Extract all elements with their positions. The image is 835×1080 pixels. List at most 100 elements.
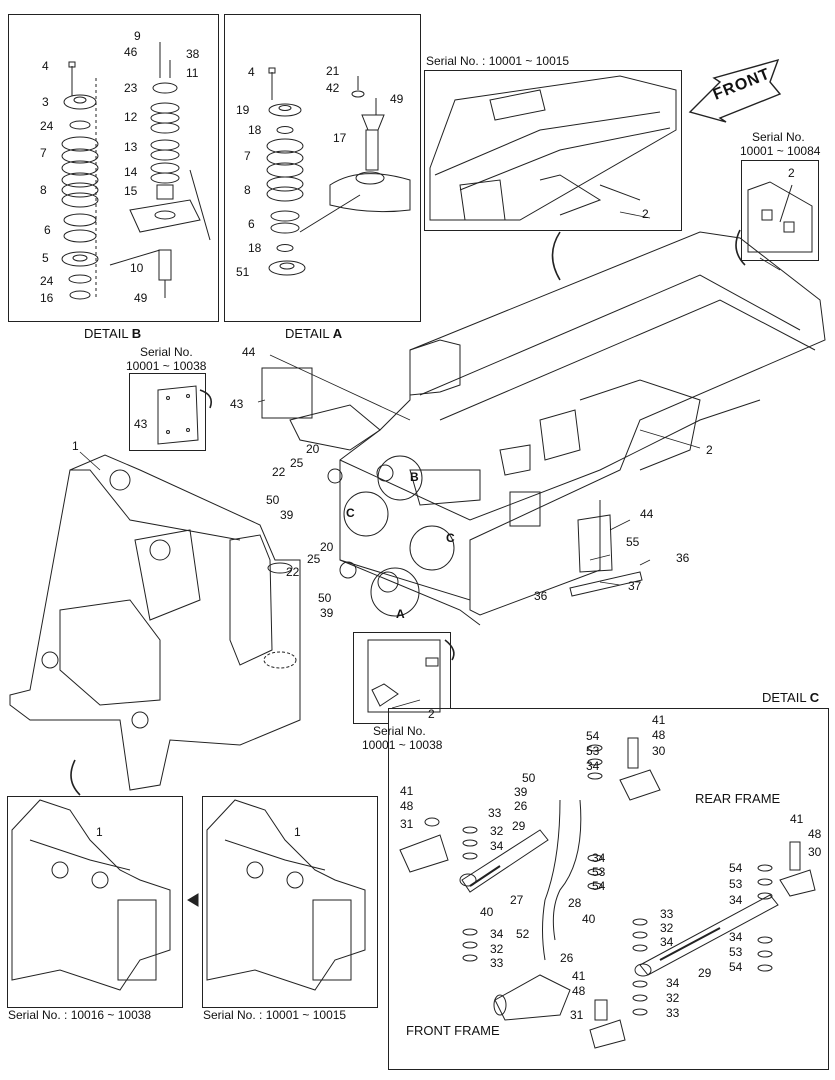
serial-bottom-left: Serial No. : 10016 ~ 10038	[8, 1008, 152, 1022]
callout: 34	[592, 851, 606, 865]
detail-b-title: DETAIL	[84, 326, 129, 341]
detail-c-title: DETAIL	[762, 690, 807, 705]
callout: 34	[586, 759, 600, 773]
callout: 15	[124, 184, 138, 198]
pointer-triangle-icon	[187, 893, 199, 907]
serial-bracket-line2: 10001 ~ 10038	[362, 738, 443, 752]
bottom-left-panel	[7, 796, 183, 1008]
callout: 34	[729, 930, 743, 944]
callout: 51	[236, 265, 250, 279]
callout: 49	[390, 92, 404, 106]
serial-right-line2: 10001 ~ 10084	[740, 144, 821, 158]
detail-a-stack	[266, 67, 411, 276]
detail-a-caption: DETAIL A	[285, 326, 342, 341]
callout: 8	[244, 183, 251, 197]
callout: 25	[307, 552, 321, 566]
callout: 41	[790, 812, 804, 826]
curved-arrows	[70, 229, 746, 796]
callout: 49	[134, 291, 148, 305]
bottom-mid-panel	[202, 796, 378, 1008]
callout: 33	[488, 806, 502, 820]
serial-right-line1: Serial No.	[752, 130, 805, 144]
callout: 34	[490, 839, 504, 853]
front-frame-drawing	[9, 454, 301, 791]
callout: A	[396, 607, 405, 621]
callout: 19	[236, 103, 250, 117]
callout: 53	[729, 877, 743, 891]
callout: 2	[428, 707, 435, 721]
callout: 27	[510, 893, 524, 907]
callout: 54	[729, 861, 743, 875]
callout: 8	[40, 183, 47, 197]
callout: 30	[808, 845, 822, 859]
serial-top-frame: Serial No. : 10001 ~ 10015	[426, 54, 570, 68]
callout: 39	[320, 606, 334, 620]
callout: 48	[652, 728, 666, 742]
callout: 54	[729, 960, 743, 974]
serial-plate-line2: 10001 ~ 10038	[126, 359, 207, 373]
callout: 28	[568, 896, 582, 910]
serial-bottom-mid: Serial No. : 10001 ~ 10015	[203, 1008, 347, 1022]
bracket-drawing	[367, 639, 441, 713]
detail-b-panel	[8, 14, 219, 322]
callout: 34	[660, 935, 674, 949]
bottom-left-drawing	[11, 799, 171, 991]
callout: 39	[280, 508, 294, 522]
callout: C	[446, 531, 455, 545]
callout: 32	[666, 991, 680, 1005]
callout: 22	[272, 465, 286, 479]
callout: 20	[320, 540, 334, 554]
callout: 48	[572, 984, 586, 998]
callout: 52	[516, 927, 530, 941]
callout: 50	[266, 493, 280, 507]
callout: 17	[333, 131, 347, 145]
callout: 43	[134, 417, 148, 431]
detail-markers	[343, 455, 455, 617]
callout: 5	[42, 251, 49, 265]
callout: 54	[592, 879, 606, 893]
callout: 24	[40, 119, 54, 133]
callout: 54	[586, 729, 600, 743]
callout: 12	[124, 110, 138, 124]
callout: 32	[490, 824, 504, 838]
callout: B	[410, 470, 419, 484]
detail-c-letter: C	[809, 690, 820, 705]
callout: 34	[729, 893, 743, 907]
callout: 39	[514, 785, 528, 799]
callout: 33	[490, 956, 504, 970]
callout: 2	[706, 443, 713, 457]
callout: 53	[729, 945, 743, 959]
callout: 33	[666, 1006, 680, 1020]
callout: 18	[248, 241, 262, 255]
detail-c-panel	[388, 708, 829, 1070]
serial-plate-line1: Serial No.	[140, 345, 193, 359]
callout: 50	[522, 771, 536, 785]
callout: 11	[186, 66, 199, 80]
detail-b-letter: B	[131, 326, 142, 341]
callout: 36	[676, 551, 690, 565]
callout: 18	[248, 123, 262, 137]
callout: 36	[534, 589, 548, 603]
callout: 7	[40, 146, 47, 160]
callout: 21	[326, 64, 340, 78]
callout: 29	[698, 966, 712, 980]
rear-frame-drawing	[261, 231, 826, 626]
callout: 50	[318, 591, 332, 605]
bottom-mid-drawing	[206, 799, 366, 991]
callout: 31	[400, 817, 414, 831]
callout: 25	[290, 456, 304, 470]
callout: 7	[244, 149, 251, 163]
callout: 48	[808, 827, 822, 841]
callout: 10	[130, 261, 144, 275]
callout: 13	[124, 140, 138, 154]
callout: 53	[592, 865, 606, 879]
callout: 2	[642, 207, 649, 221]
callout: 40	[582, 912, 596, 926]
callout: C	[346, 506, 355, 520]
callout: 26	[514, 799, 528, 813]
callout: 38	[186, 47, 200, 61]
callout: 1	[72, 439, 79, 453]
front-frame-label: FRONT FRAME	[406, 1023, 500, 1038]
callout: 26	[560, 951, 574, 965]
